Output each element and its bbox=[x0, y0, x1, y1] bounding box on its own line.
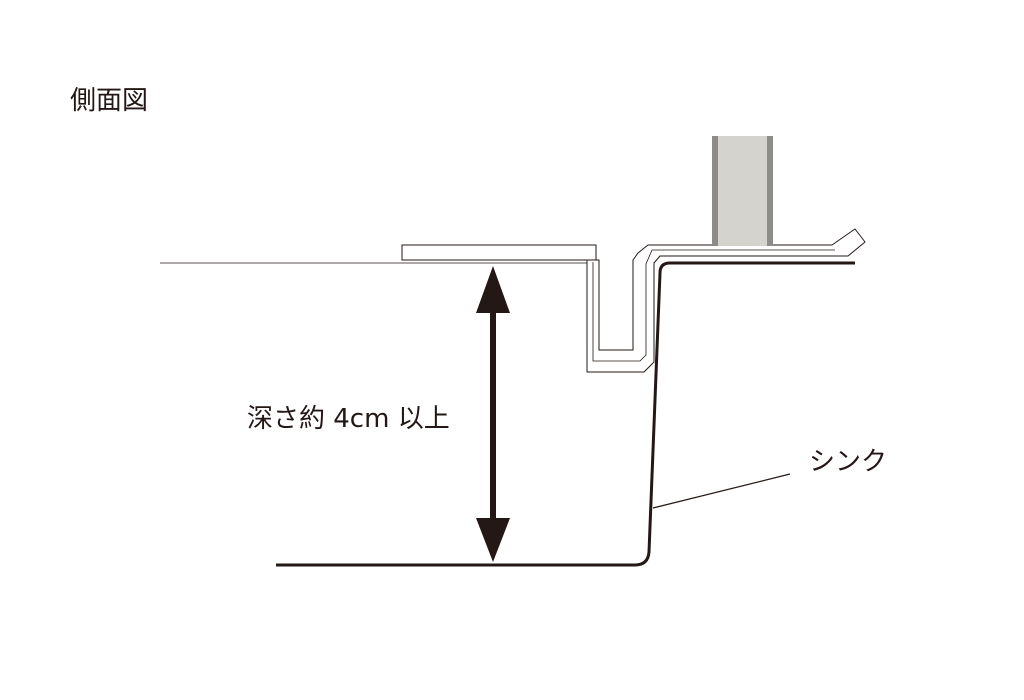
column-edge-left bbox=[712, 136, 718, 246]
sink-label: シンク bbox=[809, 447, 888, 477]
sink-leader-line bbox=[652, 473, 791, 509]
column-edge-right bbox=[767, 136, 773, 246]
column-body bbox=[712, 136, 773, 246]
bracket-outer bbox=[586, 228, 866, 373]
depth-arrow-head-top bbox=[476, 266, 510, 313]
sink-wall bbox=[276, 261, 855, 567]
depth-arrow-head-bottom bbox=[476, 518, 510, 562]
bracket-inner-line bbox=[592, 249, 835, 362]
depth-label: 深さ約 4cm 以上 bbox=[247, 404, 450, 434]
diagram-title: 側面図 bbox=[70, 86, 149, 116]
flat-plate bbox=[401, 244, 597, 261]
